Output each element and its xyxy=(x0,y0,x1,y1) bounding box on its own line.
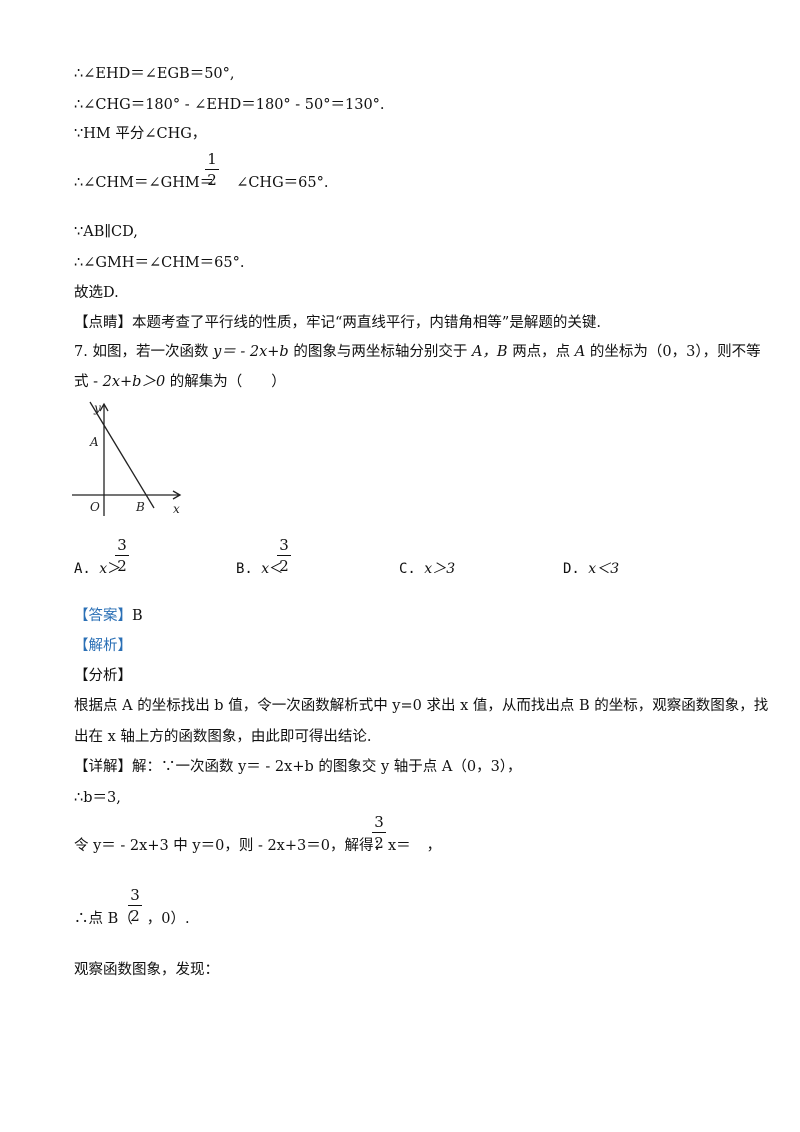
label-a: A xyxy=(89,435,99,449)
question-line-1: 7. 如图，若一次函数 y＝ - 2x+b 的图象与两坐标轴分别交于 A，B 两… xyxy=(74,342,761,362)
answer-label: 【答案】 xyxy=(74,608,132,624)
fraction-x: 3 2 xyxy=(372,813,386,852)
option-b-frac-den: 2 xyxy=(279,557,289,575)
q-func: y＝ - 2x+b xyxy=(213,344,289,360)
text-line-3: ∵HM 平分∠CHG， xyxy=(74,126,207,142)
option-b-fraction: 3 2 xyxy=(277,536,291,575)
q2-text-c: 的解集为（ ） xyxy=(169,374,286,390)
text-line-7: 故选D. xyxy=(74,285,119,301)
analysis-label: 【解析】 xyxy=(74,638,132,654)
detail-3-end: ， xyxy=(426,838,442,854)
q-text-a: 7. 如图，若一次函数 xyxy=(74,344,209,360)
option-d-text: x＜3 xyxy=(588,561,620,577)
option-b-rel: ＜ xyxy=(269,561,284,577)
detail-line-5: 观察函数图象，发现： xyxy=(74,962,219,978)
option-c-text: x＞3 xyxy=(424,561,456,577)
fraction-b-num: 3 xyxy=(130,886,140,904)
detail-line-3: 令 y＝ - 2x+3 中 y＝0，则 - 2x+3＝0，解得：x＝ ， xyxy=(74,836,441,856)
text-line-1: ∴∠EHD＝∠EGB＝50°, xyxy=(74,66,235,82)
option-d[interactable]: D. x＜3 xyxy=(563,559,619,579)
detail-4-a: ∴点 B（ xyxy=(74,911,133,927)
function-line xyxy=(89,401,155,509)
option-c-letter: C. xyxy=(399,561,416,577)
detail-line-2: ∴b＝3, xyxy=(74,790,121,806)
dianjing-line: 【点睛】本题考查了平行线的性质，牢记“两直线平行，内错角相等”是解题的关键. xyxy=(74,315,601,331)
label-b: B xyxy=(135,500,145,514)
fraction-b-den: 2 xyxy=(130,907,140,925)
label-o: O xyxy=(90,500,100,514)
label-y: y xyxy=(93,401,101,415)
text-line-2: ∴∠CHG＝180° - ∠EHD＝180° - 50°＝130°. xyxy=(74,97,385,113)
detail-4-b: ，0）. xyxy=(146,911,190,927)
q-text-e: 两点，点 xyxy=(512,344,571,360)
option-b-letter: B. xyxy=(236,561,253,577)
option-a-rel: ＞ xyxy=(107,561,122,577)
option-a-letter: A. xyxy=(74,561,91,577)
q-point-a: A xyxy=(574,344,586,360)
answer-value: B xyxy=(132,608,143,624)
option-b-var: x xyxy=(261,561,270,577)
option-a-frac-num: 3 xyxy=(117,536,127,554)
option-b[interactable]: B. x＜ xyxy=(236,559,283,579)
fraction-x-den: 2 xyxy=(374,834,384,852)
text-line-5: ∵AB∥CD, xyxy=(74,224,138,240)
fenxi-label: 【分析】 xyxy=(74,668,132,684)
option-a-fraction: 3 2 xyxy=(115,536,129,575)
fraction-half-num: 1 xyxy=(207,150,217,168)
fraction-x-num: 3 xyxy=(374,813,384,831)
label-x: x xyxy=(173,502,180,516)
text-line-4-a: ∴∠CHM＝∠GHM＝ xyxy=(74,175,215,191)
q-points: A，B xyxy=(471,344,508,360)
q2-ineq: 2x+b＞0 xyxy=(102,374,166,390)
text-line-4: ∴∠CHM＝∠GHM＝ ∠CHG＝65°. xyxy=(74,173,328,193)
fenxi-text-2: 出在 x 轴上方的函数图象，由此即可得出结论. xyxy=(74,729,372,745)
x-axis-arrow xyxy=(172,490,182,500)
text-line-6: ∴∠GMH＝∠CHM＝65°. xyxy=(74,255,245,271)
option-a[interactable]: A. x＞ xyxy=(74,559,121,579)
detail-3-text: 令 y＝ - 2x+3 中 y＝0，则 - 2x+3＝0，解得：x＝ xyxy=(74,838,411,854)
text-line-4-b: ∠CHG＝65°. xyxy=(236,175,329,191)
option-c[interactable]: C. x＞3 xyxy=(399,559,455,579)
detail-line-1: 【详解】解：∵一次函数 y＝ - 2x+b 的图象交 y 轴于点 A（0，3）， xyxy=(74,759,522,775)
q2-text-a: 式 - xyxy=(74,374,99,390)
fraction-half-den: 2 xyxy=(207,171,217,189)
fraction-b: 3 2 xyxy=(128,886,142,925)
function-graph: y A O B x xyxy=(72,401,182,516)
question-line-2: 式 - 2x+b＞0 的解集为（ ） xyxy=(74,372,286,392)
fenxi-text-1: 根据点 A 的坐标找出 b 值，令一次函数解析式中 y=0 求出 x 值，从而找… xyxy=(74,698,769,714)
option-a-var: x xyxy=(99,561,108,577)
answer-line: 【答案】B xyxy=(74,606,143,626)
fraction-half: 1 2 xyxy=(205,150,219,189)
option-b-frac-num: 3 xyxy=(279,536,289,554)
option-d-letter: D. xyxy=(563,561,580,577)
option-a-frac-den: 2 xyxy=(117,557,127,575)
y-axis-arrow xyxy=(99,402,109,412)
detail-line-4: ∴点 B（ ，0）. xyxy=(74,909,190,929)
q-text-g: 的坐标为（0，3），则不等 xyxy=(589,344,761,360)
q-text-c: 的图象与两坐标轴分别交于 xyxy=(293,344,468,360)
